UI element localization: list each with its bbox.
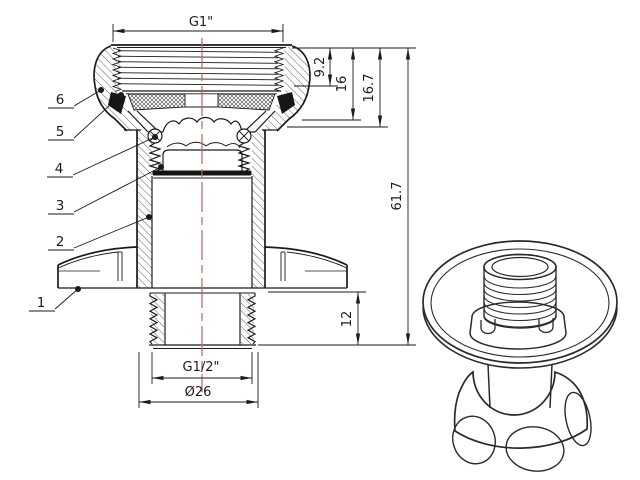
dim-label-g1: G1": [189, 15, 213, 30]
part-label-3: 3: [48, 164, 164, 215]
body-section: [136, 130, 266, 288]
clip-tab-right: [280, 251, 286, 281]
part-label-2: 2: [48, 214, 152, 251]
thread-top-bore: [491, 256, 549, 278]
leader-dot-3: [158, 164, 164, 170]
perspective-view: [422, 240, 618, 472]
part-label-4: 4: [47, 134, 158, 178]
part-label-1: 1: [29, 286, 81, 312]
body-wall-hatch-left: [137, 131, 152, 288]
body-wall-hatch-right: [252, 131, 265, 288]
dimension-61-7: 61.7: [258, 47, 416, 346]
knob-dimple-left: [451, 415, 497, 465]
gasket-right: [217, 93, 276, 111]
flange-section: [57, 246, 348, 289]
section-view: 6 5 4 3: [29, 15, 416, 408]
spring-left: [147, 142, 163, 173]
leader-line-5: [73, 94, 122, 139]
neck-left-edge: [487, 363, 491, 409]
leader-dot-5: [118, 92, 124, 98]
leader-dot-4: [152, 134, 158, 140]
nut-hatch-right: [263, 46, 310, 131]
part-number-6: 6: [56, 92, 65, 108]
clip-tab-left: [117, 251, 123, 281]
dim-label-61-7: 61.7: [390, 182, 405, 211]
disc-outer-rim: [422, 240, 618, 364]
flange-dome-right: [264, 246, 348, 266]
nut-silhouette-left: [93, 45, 128, 132]
thread-top-opening: [483, 253, 557, 281]
screw-right: [236, 128, 252, 144]
dimension-9-2: 9.2: [294, 48, 338, 87]
dim-label-g1-2: G1/2": [183, 360, 220, 375]
stem-thread-left: [148, 293, 159, 345]
dim-label-d26: Ø26: [185, 385, 212, 400]
dim-label-16: 16: [335, 76, 350, 93]
neck-right-edge: [549, 363, 553, 409]
dim-label-12: 12: [340, 311, 355, 328]
nut-notch-right: [538, 318, 554, 334]
seal-right: [277, 92, 295, 114]
flange-dome-left-inner: [57, 251, 119, 269]
part-number-3: 3: [56, 198, 65, 214]
dimension-d26: Ø26: [138, 352, 259, 408]
disc-inner-rim: [430, 248, 610, 358]
knob-dimple-center: [505, 426, 565, 472]
dim-label-9-2: 9.2: [313, 57, 328, 78]
part-label-6: 6: [48, 87, 104, 109]
g1-thread: [111, 47, 285, 92]
dim-label-16-7: 16.7: [362, 74, 377, 103]
flange-dome-right-inner: [286, 251, 348, 269]
dimension-g1-top: G1": [112, 15, 284, 42]
stem-thread-right: [246, 293, 257, 345]
flange-dome-left: [57, 246, 138, 266]
leader-dot-6: [98, 87, 104, 93]
leader-line-6: [73, 89, 102, 107]
part-number-1: 1: [37, 295, 46, 311]
leader-dot-2: [146, 214, 152, 220]
dimension-12: 12: [268, 291, 366, 345]
part-label-5: 5: [48, 92, 124, 141]
disc-thickness-edge: [422, 306, 618, 369]
part-labels: 6 5 4 3: [29, 87, 164, 312]
part-number-5: 5: [56, 124, 65, 140]
dimension-16: 16: [302, 48, 361, 121]
nut-notch-left: [480, 319, 496, 335]
cartridge-section: [147, 116, 252, 179]
leader-line-3: [73, 166, 162, 213]
leader-line-2: [73, 216, 150, 249]
scallop-inner-profile: [166, 141, 241, 149]
leader-line-4: [72, 136, 156, 176]
scallop-profile: [162, 116, 243, 133]
leader-dot-1: [75, 286, 81, 292]
dimension-16-7: 16.7: [287, 48, 388, 128]
spring-right: [236, 142, 252, 173]
dimension-g1-2-bottom: G1/2": [151, 352, 253, 384]
part-number-2: 2: [56, 234, 65, 250]
dimensions: G1" 9.2 16 16.7 61.7: [112, 15, 416, 408]
leader-line-1: [54, 288, 79, 310]
part-number-4: 4: [55, 161, 64, 177]
knob-dimple-right: [564, 391, 592, 447]
thread-rings: [483, 275, 557, 328]
knob-outline: [453, 370, 589, 449]
gasket-left: [127, 93, 186, 111]
